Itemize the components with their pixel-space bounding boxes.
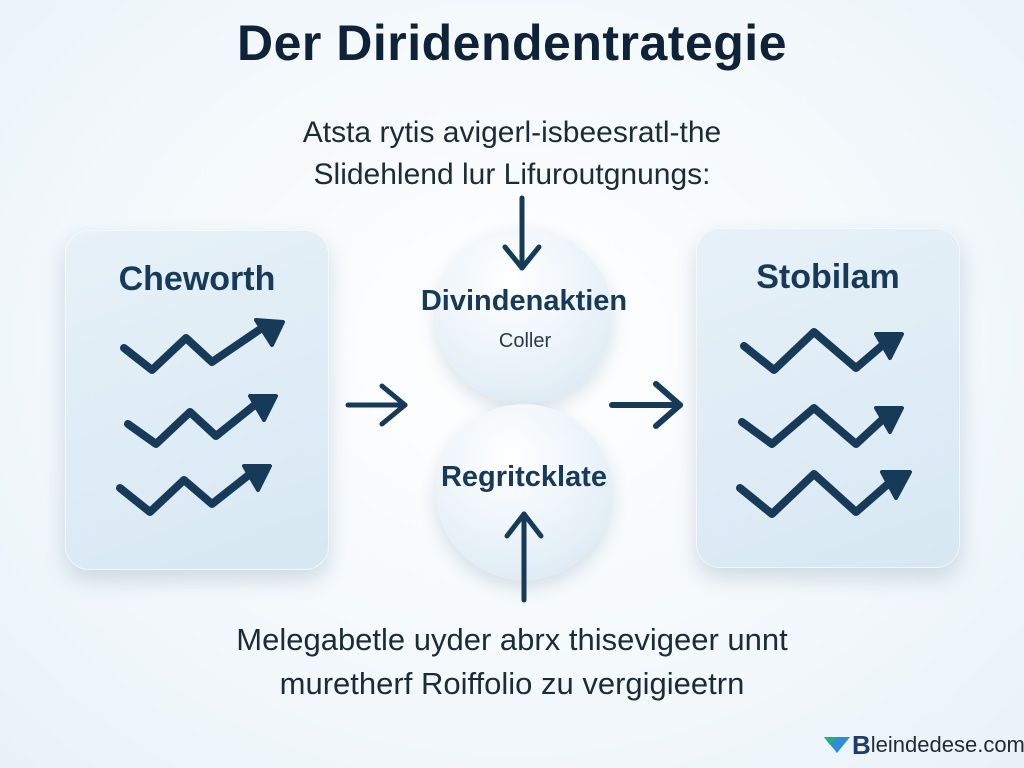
brand-logo-letter: B xyxy=(852,729,871,760)
trend-up-icon xyxy=(116,464,272,516)
right-panel-title: Stobilam xyxy=(756,258,900,296)
outro-line-2: muretherf Roiffolio zu vergigieetrn xyxy=(279,666,745,701)
intro-text: Atsta rytis avigerl-isbeesratl-the Slide… xyxy=(0,112,1024,196)
trend-up-icon xyxy=(736,470,912,518)
center-top-sublabel: Coller xyxy=(498,330,552,352)
brand-text: leindedese.com xyxy=(870,732,1024,757)
outro-text: Melegabetle uyder abrx thisevigeer unnt … xyxy=(0,618,1024,706)
left-panel: Cheworth xyxy=(65,230,329,570)
arrow-right-icon xyxy=(609,381,683,429)
trend-up-icon xyxy=(120,318,285,374)
right-panel: Stobilam xyxy=(696,228,960,568)
outro-line-1: Melegabetle uyder abrx thisevigeer unnt xyxy=(236,622,788,657)
brand-logo-icon xyxy=(824,737,850,753)
trend-up-icon xyxy=(740,328,904,374)
intro-line-2: Slidehlend lur Lifuroutgnungs: xyxy=(313,158,711,191)
arrow-right-icon xyxy=(345,383,408,427)
intro-line-1: Atsta rytis avigerl-isbeesratl-the xyxy=(302,116,722,149)
left-panel-title: Cheworth xyxy=(118,260,276,298)
page-title: Der Diridendentrategie xyxy=(236,15,787,71)
center-bottom-label: Regritcklate xyxy=(440,461,607,493)
brand-watermark: B leindedese.com xyxy=(822,730,1024,760)
trend-up-icon xyxy=(124,394,278,448)
center-top-label: Divindenaktien xyxy=(420,285,628,317)
arrow-up-icon xyxy=(504,511,544,603)
trend-up-icon xyxy=(738,404,904,448)
arrow-down-icon xyxy=(502,195,542,271)
